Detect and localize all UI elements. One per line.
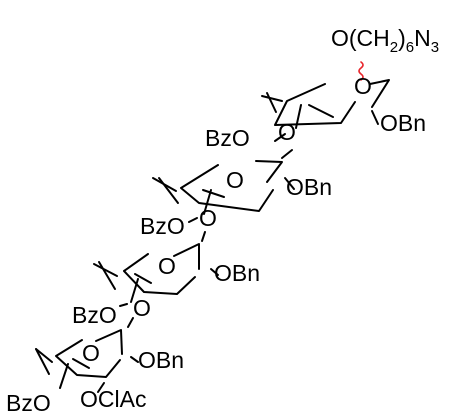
hidden-face-bond-2	[202, 189, 225, 198]
sugar-ring-3	[93, 217, 219, 303]
aglycone-label: O(CH2)6N3	[331, 25, 439, 56]
linkage-bond-2-3	[188, 217, 198, 223]
c3-oclac-bond	[97, 382, 105, 393]
obn-group-1: OBn	[380, 110, 426, 136]
c4-o-bond-1	[266, 92, 277, 113]
bzo-group-2: BzO	[140, 213, 185, 239]
oclac-group: OClAc	[80, 386, 146, 412]
anomeric-link-2	[281, 149, 293, 159]
sugar-ring-1	[261, 79, 390, 129]
sugar-ring-2	[152, 133, 295, 215]
c4-o-bond-4	[35, 348, 50, 375]
obn-group-3: OBn	[214, 260, 260, 286]
methyl-bond-3	[93, 263, 118, 277]
anomeric-link-4	[127, 317, 134, 328]
c2-o-bond-1	[371, 110, 379, 125]
obn-group-4: OBn	[138, 347, 184, 373]
c3-o-bond-3	[130, 278, 139, 303]
bzo-group-4: BzO	[6, 390, 51, 414]
ring-oxygen-1: O	[354, 73, 372, 99]
ring-oxygen-2: O	[226, 167, 244, 193]
c2-o-bond-4	[130, 356, 139, 363]
undefined-stereo-bond	[358, 61, 364, 81]
ring-oxygen-3: O	[158, 253, 176, 279]
linkage-oxygen-2: O	[199, 205, 217, 231]
c3-o-bond-1	[295, 104, 302, 129]
linkage-oxygen-3: O	[133, 295, 151, 321]
c2-o-bond-2	[284, 177, 295, 190]
ring-oxygen-4: O	[82, 340, 100, 366]
linkage-bond-1-2	[274, 133, 286, 142]
hidden-face-bond-4	[72, 358, 90, 369]
c3-o-bond-4	[59, 363, 69, 389]
linkage-oxygen-1: O	[278, 119, 296, 145]
bzo-group-1: BzO	[205, 125, 250, 151]
linkage-bond-3-4	[119, 303, 128, 307]
anomeric-link-3	[201, 231, 206, 242]
c3-o-bond-2	[203, 189, 212, 215]
bzo-group-3: BzO	[72, 302, 117, 328]
methyl-bond-4	[35, 348, 53, 363]
obn-group-2: OBn	[286, 174, 332, 200]
hidden-face-bond-3	[134, 273, 152, 284]
c4-o-bond-3	[98, 261, 116, 290]
c2-o-bond-3	[210, 268, 219, 276]
methyl-bond-1	[261, 95, 283, 102]
hidden-face-bond-1	[308, 104, 334, 118]
c4-o-bond-2	[158, 177, 179, 204]
sugar-ring-4	[35, 303, 139, 393]
